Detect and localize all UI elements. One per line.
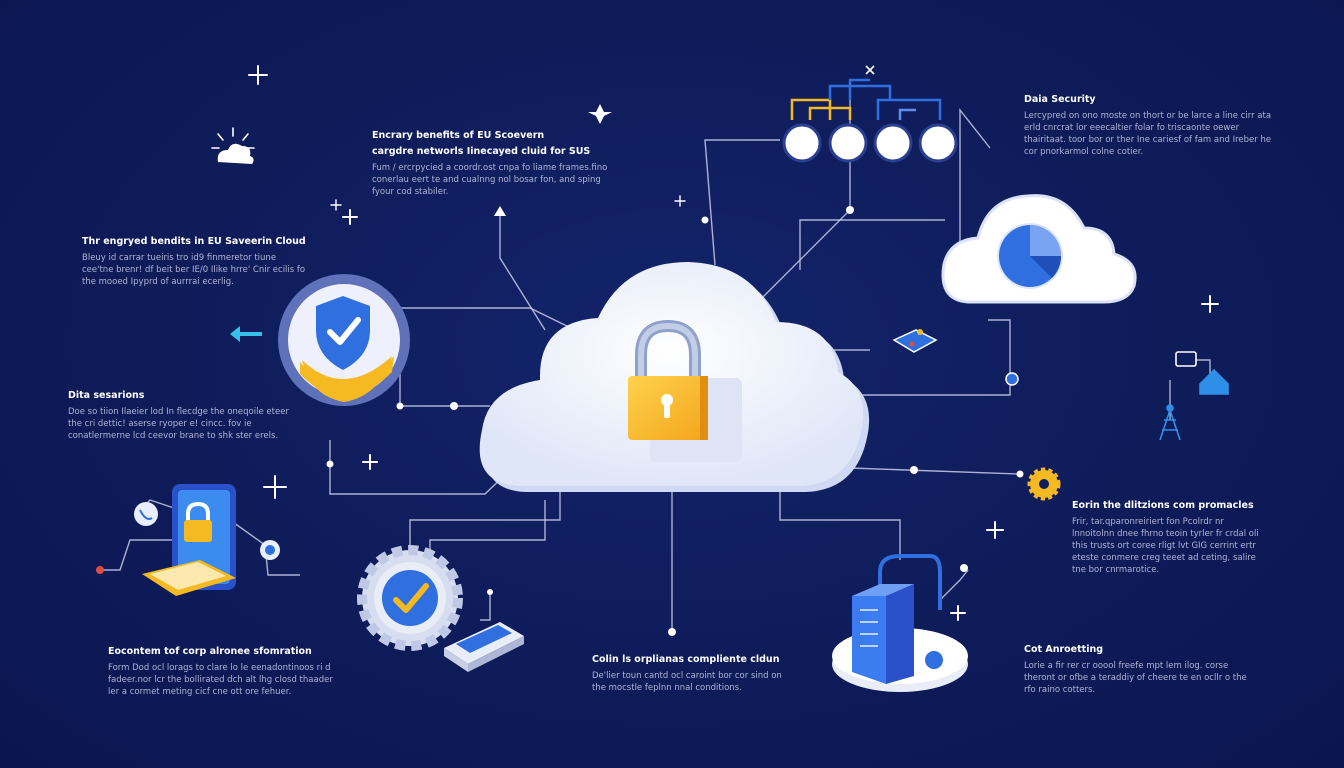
padlock-icon — [628, 319, 742, 462]
connector-lines — [100, 100, 1211, 632]
cross-sparkle-icon — [865, 65, 875, 75]
block-body: Doe so tiion Ilaeier lod In flecdge the … — [68, 407, 289, 441]
block-title: Colin ls orplianas compliente cldun — [592, 654, 780, 665]
block-body: Lercypred on ono moste on thort or be la… — [1024, 111, 1272, 157]
block-title: Eorin the dlitzions com promacles — [1072, 500, 1254, 511]
card-reader-icon — [444, 622, 524, 672]
text-block-top-center: Encrary benefits of EU Scoevern cargdre … — [372, 130, 622, 198]
analytics-cloud — [941, 194, 1137, 304]
connector-nodes — [326, 206, 1024, 636]
block-title: Thr engryed bendits in EU Saveerin Cloud — [82, 236, 306, 247]
text-block-right-top: Daia Security Lercypred on ono moste on … — [1024, 94, 1274, 158]
text-block-bottom-center: Colin ls orplianas compliente cldun De'l… — [592, 654, 792, 694]
block-title: Encrary benefits of EU Scoevern — [372, 130, 545, 141]
block-body: Bleuy id carrar tueiris tro id9 finmeret… — [82, 253, 306, 287]
arrow-left-icon — [230, 326, 262, 342]
block-body: Form Dod ocl lorags to clare lo le eenad… — [108, 663, 333, 697]
block-body: De'lier toun cantd ocl caroint bor cor s… — [592, 671, 782, 693]
block-title: Eocontem tof corp alronee sfomration — [108, 646, 312, 657]
block-body: Fum / ercrpycied a coordr.ost cnpa fo li… — [372, 163, 608, 197]
yellow-gear-icon — [1027, 467, 1061, 501]
status-dot-icon — [1005, 372, 1019, 386]
gear-check-icon — [357, 545, 463, 651]
server-node-row — [782, 78, 958, 163]
network-tower-icon — [1159, 351, 1229, 441]
server-platform-icon — [832, 554, 968, 692]
block-title: Cot Anroetting — [1024, 644, 1104, 655]
sparkle-decorations — [248, 65, 1219, 621]
block-body: Lorie a fir rer cr ooool freefe mpt lem … — [1024, 661, 1247, 695]
block-subtitle: cargdre networls Iinecayed cluid for SUS — [372, 146, 591, 157]
text-block-right-mid: Eorin the dlitzions com promacles Frir, … — [1072, 500, 1262, 576]
shield-check-badge — [278, 274, 410, 406]
block-body: Frir, tar.qparonreiriert fon Pcolrdr nr … — [1072, 517, 1259, 575]
arrow-up-icon — [494, 206, 506, 216]
chip-icon — [892, 329, 938, 353]
text-block-left-mid: Dita sesarions Doe so tiion Ilaeier lod … — [68, 390, 294, 442]
text-block-left-top: Thr engryed bendits in EU Saveerin Cloud… — [82, 236, 308, 288]
sun-cloud-icon — [211, 127, 255, 164]
diamond-sparkle-icon — [588, 104, 612, 124]
block-title: Daia Security — [1024, 94, 1096, 105]
text-block-right-bottom: Cot Anroetting Lorie a fir rer cr ooool … — [1024, 644, 1254, 696]
tablet-lock-icon — [96, 484, 280, 596]
text-block-bottom-left: Eocontem tof corp alronee sfomration For… — [108, 646, 340, 698]
block-title: Dita sesarions — [68, 390, 145, 401]
